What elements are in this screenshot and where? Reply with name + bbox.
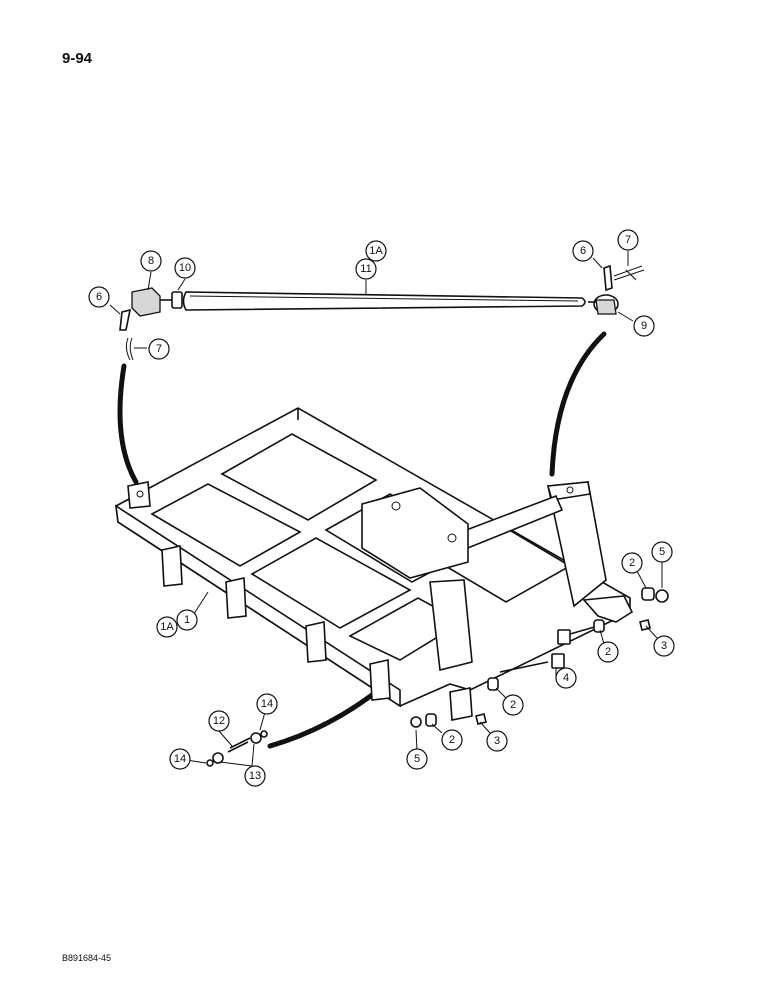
center-bracket (361, 487, 469, 579)
callout-2-a: 2 (621, 552, 643, 574)
svg-text:14: 14 (261, 698, 273, 710)
mast-a-frame (429, 481, 607, 671)
svg-text:4: 4 (563, 672, 569, 684)
callout-5-b: 5 (406, 748, 428, 770)
callout-2-b: 2 (597, 641, 619, 663)
right-end-9 (588, 294, 619, 315)
callout-2-c: 2 (502, 694, 524, 716)
connection-left (117, 363, 139, 485)
callout-1a: 1A (156, 616, 178, 638)
svg-text:9: 9 (641, 320, 647, 332)
tool-mounts (161, 545, 391, 701)
svg-text:2: 2 (629, 557, 635, 569)
svg-text:14: 14 (174, 753, 186, 765)
left-bracket-8 (131, 287, 172, 317)
callout-3-a: 3 (653, 635, 675, 657)
svg-text:2: 2 (449, 734, 455, 746)
rod-nut-10 (171, 291, 183, 309)
svg-text:1A: 1A (160, 621, 174, 633)
document-code: B891684-45 (62, 953, 112, 963)
callout-11a: 1A (365, 240, 387, 262)
callout-12: 12 (208, 710, 230, 732)
left-clip-7 (125, 337, 134, 361)
callout-13: 13 (244, 765, 266, 787)
callout-2-d: 2 (441, 729, 463, 751)
callout-14-right: 14 (256, 693, 278, 715)
callout-1: 1 (176, 609, 198, 631)
callout-6-right: 6 (572, 240, 594, 262)
svg-text:1A: 1A (369, 245, 383, 257)
bolt-kit (206, 730, 268, 767)
callout-7-left: 7 (148, 338, 170, 360)
svg-text:11: 11 (360, 263, 371, 275)
leader-lines (109, 251, 663, 767)
callout-5-a: 5 (651, 541, 673, 563)
svg-text:6: 6 (96, 291, 102, 303)
page-number: 9-94 (62, 50, 93, 67)
small-hardware (410, 587, 669, 728)
left-pin-6 (119, 308, 132, 331)
svg-text:3: 3 (494, 735, 500, 747)
callout-9: 9 (633, 315, 655, 337)
svg-text:5: 5 (414, 753, 420, 765)
callout-7-right: 7 (617, 229, 639, 251)
right-clip-7 (613, 265, 645, 281)
svg-text:7: 7 (625, 234, 631, 246)
callout-8: 8 (140, 250, 162, 272)
top-link-rod (182, 291, 586, 311)
callout-11: 11 (355, 258, 377, 280)
svg-text:8: 8 (148, 255, 154, 267)
svg-text:13: 13 (249, 770, 261, 782)
connection-right (549, 331, 607, 477)
callout-3-b: 3 (486, 730, 508, 752)
svg-text:2: 2 (510, 699, 516, 711)
callout-6-left: 6 (88, 286, 110, 308)
callout-4: 4 (555, 667, 577, 689)
svg-text:6: 6 (580, 245, 586, 257)
callout-14-left: 14 (169, 748, 191, 770)
svg-text:5: 5 (659, 546, 665, 558)
right-pin-6 (603, 264, 613, 292)
svg-text:12: 12 (213, 715, 225, 727)
svg-text:2: 2 (605, 646, 611, 658)
svg-text:3: 3 (661, 640, 667, 652)
callout-10: 10 (174, 257, 196, 279)
svg-text:1: 1 (184, 614, 190, 626)
svg-text:7: 7 (156, 343, 162, 355)
svg-text:10: 10 (179, 262, 191, 274)
